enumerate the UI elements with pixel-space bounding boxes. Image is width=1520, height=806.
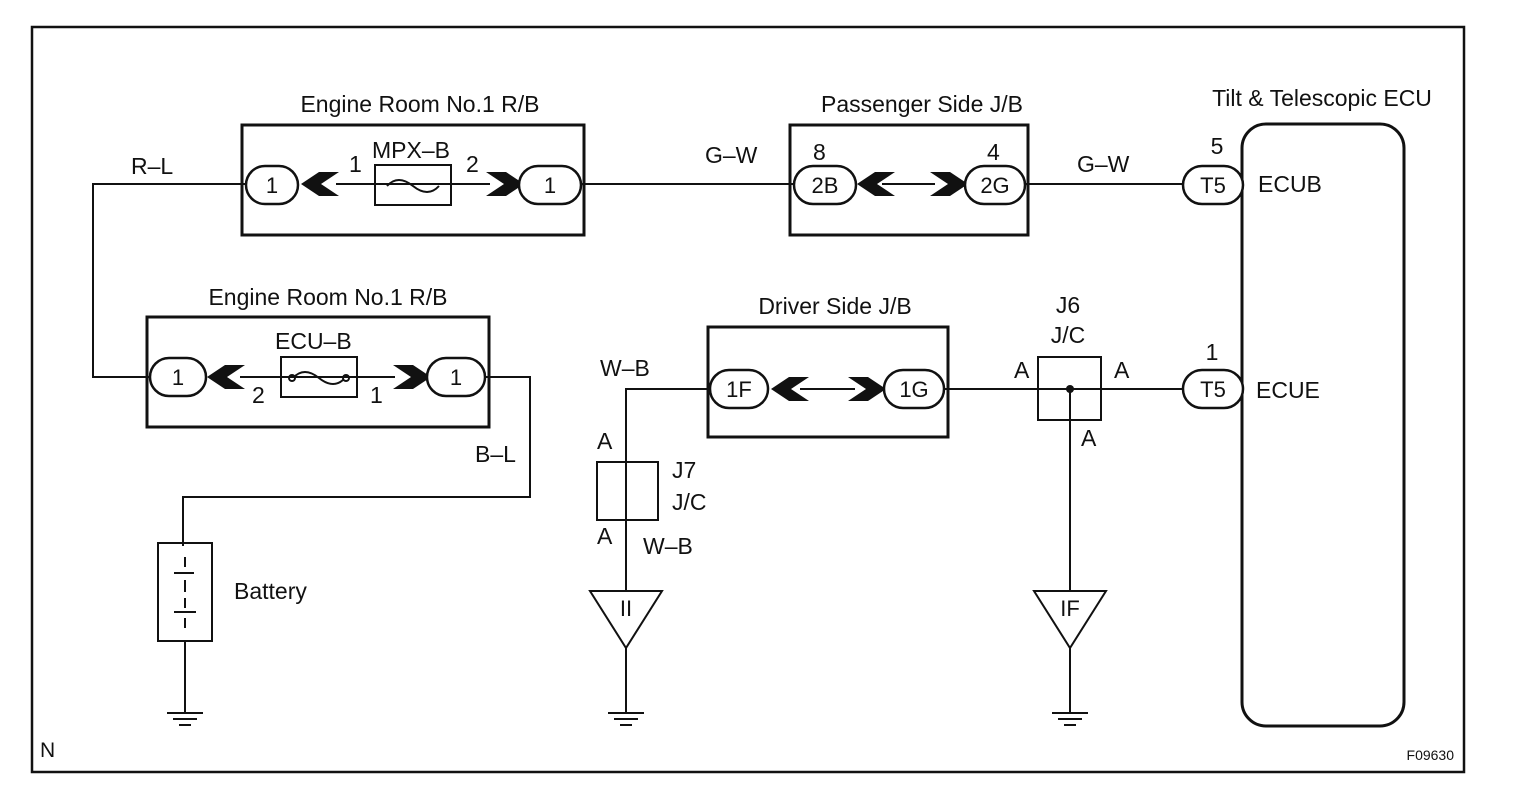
svg-text:2B: 2B xyxy=(812,173,839,198)
upper-pin-left: 1 xyxy=(349,151,362,177)
ground-icon xyxy=(1052,712,1088,726)
lower-pin-left: 2 xyxy=(252,382,265,408)
svg-text:1F: 1F xyxy=(726,377,752,402)
lower-pin-right: 1 xyxy=(370,382,383,408)
upper-pin-right: 2 xyxy=(466,151,479,177)
relay-block-lower xyxy=(145,315,491,429)
svg-text:1: 1 xyxy=(172,365,184,390)
wire-r-l xyxy=(92,183,246,378)
fuse-element-icon xyxy=(386,179,440,193)
wire-label-w-b-top: W–B xyxy=(600,355,650,381)
chevron-left-icon xyxy=(301,172,339,196)
svg-text:II: II xyxy=(620,596,632,621)
wire-label-b-l: B–L xyxy=(475,441,516,467)
j7-name: J7 xyxy=(672,457,696,483)
ecu-terminal-ecue: ECUE xyxy=(1256,377,1320,403)
battery-label: Battery xyxy=(234,578,307,604)
connector-t5-ecub xyxy=(1181,164,1245,206)
svg-text:IF: IF xyxy=(1060,596,1080,621)
ecu-terminal-pin-ecub: 5 xyxy=(1211,133,1224,159)
wire-label-w-b-bottom: W–B xyxy=(643,533,693,559)
figure-code: F09630 xyxy=(1407,747,1455,763)
passenger-jb-title: Passenger Side J/B xyxy=(821,91,1023,117)
svg-text:T5: T5 xyxy=(1200,173,1226,198)
chevron-left-icon xyxy=(771,377,809,401)
j6-pin-left: A xyxy=(1014,357,1030,383)
chevron-right-icon xyxy=(848,377,886,401)
j6-pin-right: A xyxy=(1114,357,1130,383)
ground-point-ii xyxy=(588,590,664,650)
svg-text:1: 1 xyxy=(266,173,278,198)
svg-text:1G: 1G xyxy=(899,377,928,402)
relay-block-lower-title: Engine Room No.1 R/B xyxy=(208,284,447,310)
j6-name: J6 xyxy=(1056,292,1080,318)
wire-label-r-l: R–L xyxy=(131,153,173,179)
diagram-frame xyxy=(30,25,1466,774)
chevron-right-icon xyxy=(393,365,431,389)
passenger-pin-right: 4 xyxy=(987,139,1000,165)
j7-pin-bottom: A xyxy=(597,523,613,549)
driver-jb xyxy=(706,325,950,439)
junction-j7 xyxy=(596,461,659,521)
corner-letter: N xyxy=(40,739,55,762)
svg-text:2G: 2G xyxy=(980,173,1009,198)
svg-text:1: 1 xyxy=(544,173,556,198)
passenger-jb xyxy=(788,123,1030,237)
wire-b-l xyxy=(182,376,531,546)
j7-pin-top: A xyxy=(597,428,613,454)
ground-icon xyxy=(167,712,203,726)
ecu-terminal-pin-ecue: 1 xyxy=(1206,339,1219,365)
chevron-left-icon xyxy=(207,365,245,389)
chevron-left-icon xyxy=(857,172,895,196)
driver-jb-title: Driver Side J/B xyxy=(758,293,911,319)
ecu-title: Tilt & Telescopic ECU xyxy=(1212,85,1432,111)
fuse-label-mpx-b: MPX–B xyxy=(372,137,450,163)
svg-text:1: 1 xyxy=(450,365,462,390)
wire-label-g-w-right: G–W xyxy=(1077,151,1130,177)
passenger-pin-left: 8 xyxy=(813,139,826,165)
ecu-terminal-ecub: ECUB xyxy=(1258,171,1322,197)
j6-type: J/C xyxy=(1051,322,1086,348)
tilt-telescopic-ecu xyxy=(1240,122,1406,728)
j6-pin-bottom: A xyxy=(1081,425,1097,451)
wire-label-g-w-left: G–W xyxy=(705,142,758,168)
fuse-label-ecu-b: ECU–B xyxy=(275,328,352,354)
relay-block-upper xyxy=(240,123,586,237)
j7-type: J/C xyxy=(672,489,707,515)
chevron-right-icon xyxy=(930,172,968,196)
chevron-right-icon xyxy=(486,172,524,196)
ground-icon xyxy=(608,712,644,726)
ground-point-if xyxy=(1032,590,1108,650)
relay-block-upper-title: Engine Room No.1 R/B xyxy=(300,91,539,117)
wire-w-b-top xyxy=(625,388,710,462)
svg-text:T5: T5 xyxy=(1200,377,1226,402)
